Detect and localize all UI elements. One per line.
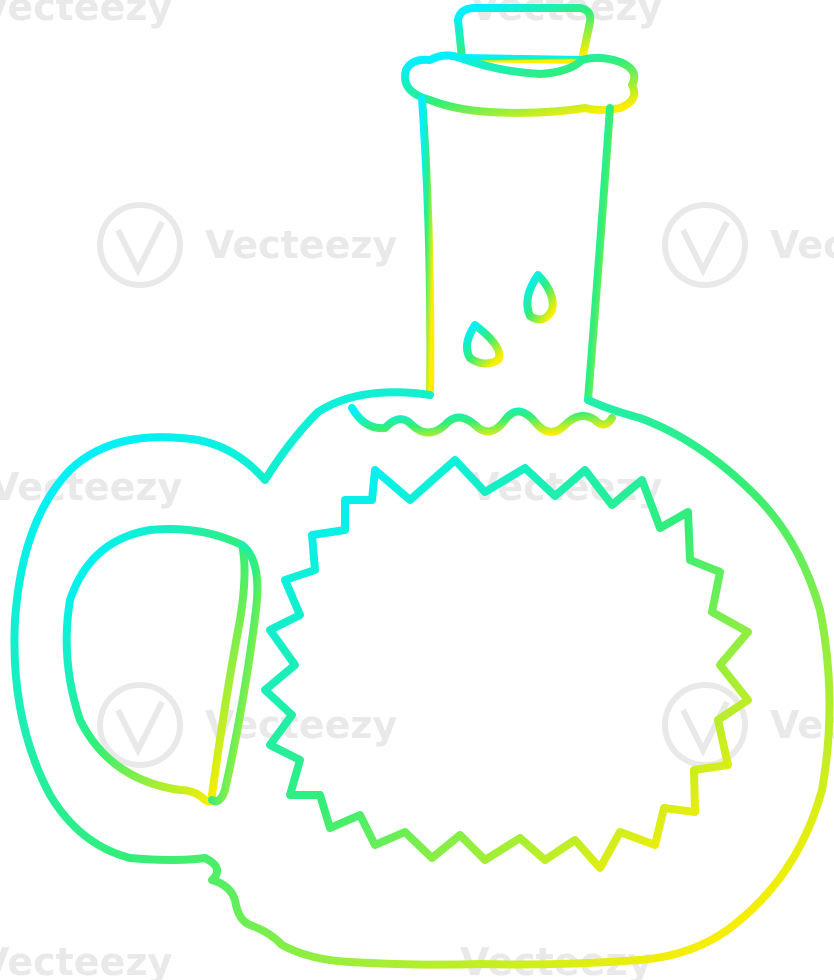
bottle-neck-right [584, 104, 614, 404]
label-starburst [261, 456, 752, 872]
bottle-lip [401, 51, 639, 117]
watermark-icon [97, 682, 183, 768]
watermark-text: Vecteezy [0, 0, 172, 29]
watermark-text: Vecteezy [770, 223, 834, 267]
bottle-drawing [10, 4, 834, 969]
watermark-text: Vecteezy [0, 465, 182, 509]
watermark-icon [97, 202, 183, 288]
cork-shape [454, 4, 595, 64]
watermark-icon [662, 202, 748, 288]
watermark-text: Vecteezy [205, 223, 397, 267]
cork-top-line [458, 54, 586, 64]
watermark-text: Vecteezy [770, 703, 834, 747]
handle-inner-edge [208, 541, 262, 806]
oil-surface-wave [348, 404, 616, 437]
watermark-icon [662, 682, 748, 768]
handle-hole [62, 525, 249, 806]
watermark-text: Vecteezy [0, 940, 172, 980]
oil-drop [523, 271, 557, 324]
oil-drop [462, 321, 504, 368]
bottle-body [10, 388, 834, 969]
bottle-neck-left [418, 94, 435, 399]
